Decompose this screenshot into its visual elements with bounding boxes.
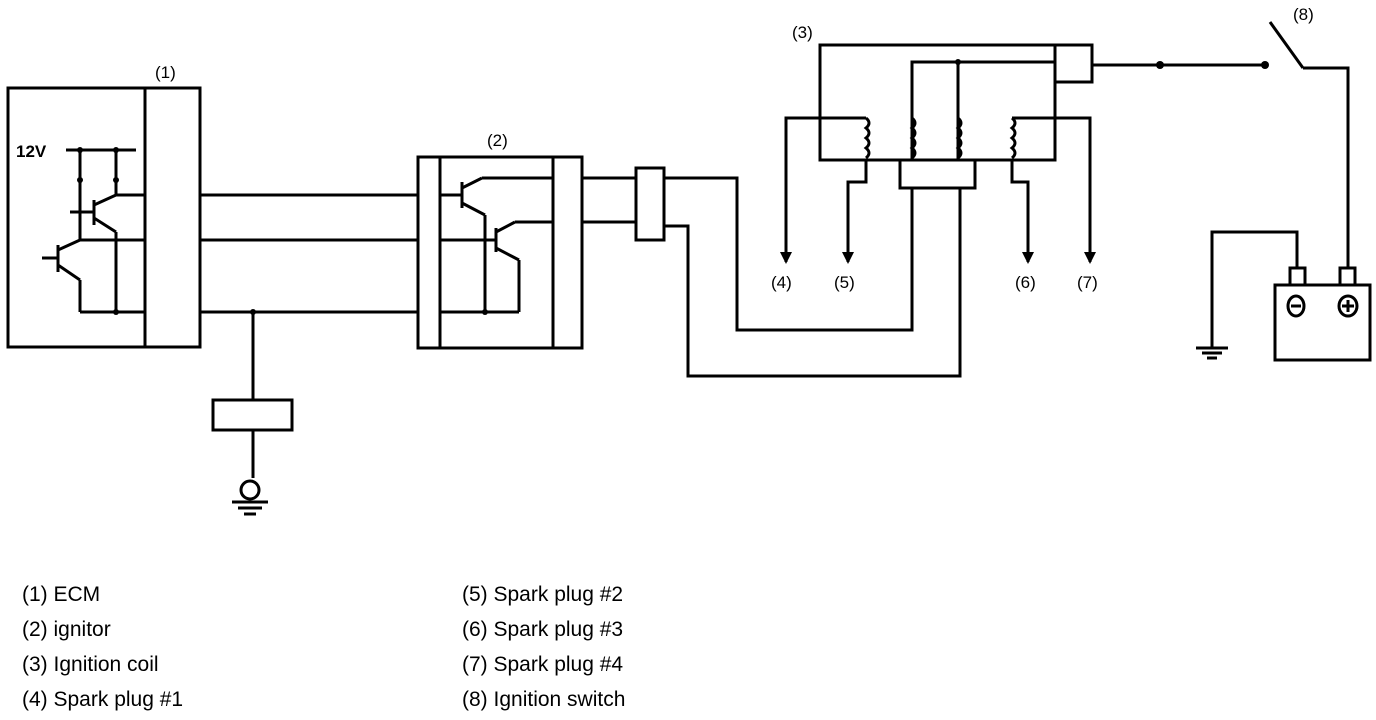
plus-icon: [1337, 294, 1359, 318]
ground-icon: [239, 479, 261, 501]
legend-item: (6) Spark plug #3: [462, 618, 624, 641]
plug2-label: (5): [834, 273, 855, 292]
arrow-icon: [780, 252, 792, 264]
ecm-label: (1): [155, 63, 176, 82]
legend-item: (1) ECM: [22, 583, 101, 606]
plug4-label: (7): [1077, 273, 1098, 292]
switch-label: (8): [1293, 5, 1314, 24]
sensor-block: [211, 398, 294, 432]
battery: [1273, 283, 1372, 362]
ignitor-label: (2): [487, 131, 508, 150]
legend-item: (2) ignitor: [22, 618, 111, 641]
legend-item: (4) Spark plug #1: [22, 688, 184, 711]
legend-left: (1) ECM (2) ignitor (3) Ignition coil (4…: [22, 577, 183, 717]
legend-item: (8) Ignition switch: [462, 688, 626, 711]
minus-icon: [1286, 294, 1306, 318]
legend-item: (7) Spark plug #4: [462, 653, 624, 676]
legend-item: (5) Spark plug #2: [462, 583, 624, 606]
ignition-coil-block: (3) (4) (5) (6) (7): [771, 23, 1098, 292]
ignitor-block: (2): [416, 131, 584, 350]
coil-wires: [582, 166, 962, 378]
arrow-icon: [842, 252, 854, 264]
plug1-label: (4): [771, 273, 792, 292]
ecm-block: (1) 12V: [6, 63, 202, 349]
legend-item: (3) Ignition coil: [22, 653, 159, 676]
arrow-icon: [1084, 252, 1096, 264]
coil-label: (3): [792, 23, 813, 42]
connector: [634, 166, 666, 242]
ecm-ignitor-wires: [200, 193, 418, 516]
voltage-label: 12V: [16, 142, 47, 161]
ignition-switch: [1268, 21, 1305, 69]
arrow-icon: [1022, 252, 1034, 264]
legend-right: (5) Spark plug #2 (6) Spark plug #3 (7) …: [462, 577, 625, 717]
switch-battery: (8): [1092, 5, 1372, 362]
plug3-label: (6): [1015, 273, 1036, 292]
